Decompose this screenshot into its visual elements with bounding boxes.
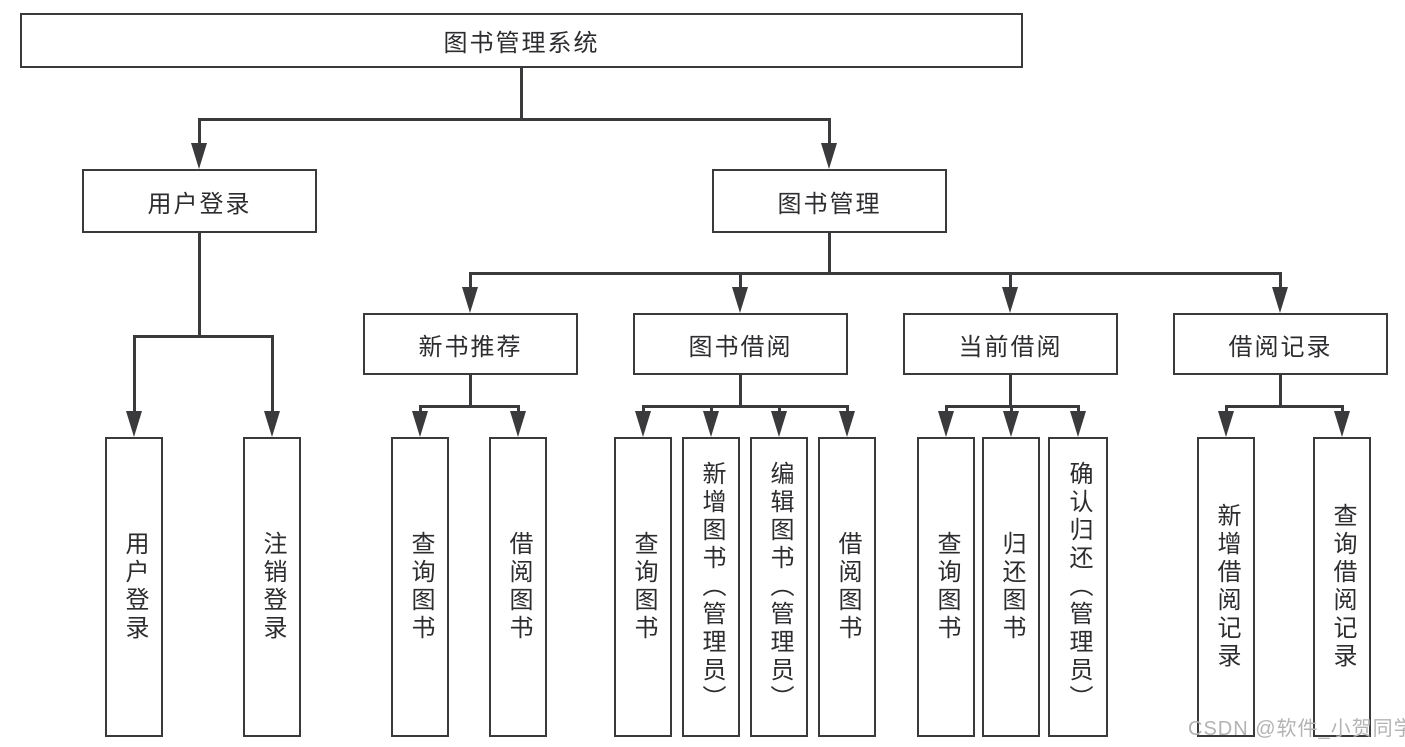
connector-bar	[1225, 405, 1344, 408]
arrow-down-icon	[821, 143, 837, 169]
connector-drop	[828, 118, 831, 146]
arrow-down-icon	[1003, 411, 1019, 437]
arrow-down-icon	[462, 287, 478, 313]
node-query-books: 查询图书	[917, 437, 975, 737]
connector-trunk	[1009, 375, 1012, 408]
connector-trunk	[469, 375, 472, 408]
arrow-down-icon	[839, 411, 855, 437]
node-logout: 注销登录	[243, 437, 301, 737]
connector-mgmt-bar	[469, 272, 1282, 275]
connector-login-bar	[133, 335, 274, 338]
node-return-book: 归还图书	[982, 437, 1040, 737]
arrow-down-icon	[126, 411, 142, 437]
connector-drop	[1009, 272, 1012, 290]
connector-root-bar	[198, 118, 831, 121]
node-confirm-return-admin: 确认归还（管理员）	[1048, 437, 1108, 737]
connector-bar	[419, 405, 520, 408]
arrow-down-icon	[703, 411, 719, 437]
arrow-down-icon	[412, 411, 428, 437]
connector-drop	[198, 118, 201, 146]
node-borrow-books: 借阅图书	[489, 437, 547, 737]
connector-drop	[271, 335, 274, 417]
node-add-borrow-record: 新增借阅记录	[1197, 437, 1255, 737]
arrow-down-icon	[732, 287, 748, 313]
watermark: CSDN @软件_小贺同学	[1188, 718, 1405, 740]
connector-drop	[469, 272, 472, 290]
node-current-borrowing: 当前借阅	[903, 313, 1118, 375]
node-user-login-leaf: 用户登录	[105, 437, 163, 737]
arrow-down-icon	[1070, 411, 1086, 437]
arrow-down-icon	[1272, 287, 1288, 313]
connector-mgmt-trunk	[828, 233, 831, 275]
connector-trunk	[1279, 375, 1282, 408]
connector-login-trunk	[198, 233, 201, 338]
arrow-down-icon	[264, 411, 280, 437]
node-query-books: 查询图书	[391, 437, 449, 737]
arrow-down-icon	[771, 411, 787, 437]
connector-drop	[133, 335, 136, 417]
arrow-down-icon	[1002, 287, 1018, 313]
connector-drop	[1279, 272, 1282, 290]
arrow-down-icon	[510, 411, 526, 437]
node-query-borrow-record: 查询借阅记录	[1313, 437, 1371, 737]
node-library-system: 图书管理系统	[20, 13, 1023, 68]
node-edit-book-admin: 编辑图书（管理员）	[750, 437, 808, 737]
connector-root-trunk	[520, 68, 523, 121]
arrow-down-icon	[1218, 411, 1234, 437]
arrow-down-icon	[635, 411, 651, 437]
arrow-down-icon	[191, 143, 207, 169]
node-add-book-admin: 新增图书（管理员）	[682, 437, 740, 737]
connector-trunk	[739, 375, 742, 408]
node-query-books: 查询图书	[614, 437, 672, 737]
node-new-book-recommendation: 新书推荐	[363, 313, 578, 375]
connector-bar	[642, 405, 849, 408]
node-book-management: 图书管理	[712, 169, 947, 233]
connector-drop	[739, 272, 742, 290]
node-borrow-books: 借阅图书	[818, 437, 876, 737]
node-user-login: 用户登录	[82, 169, 317, 233]
arrow-down-icon	[938, 411, 954, 437]
node-book-borrowing: 图书借阅	[633, 313, 848, 375]
arrow-down-icon	[1334, 411, 1350, 437]
node-borrowing-records: 借阅记录	[1173, 313, 1388, 375]
